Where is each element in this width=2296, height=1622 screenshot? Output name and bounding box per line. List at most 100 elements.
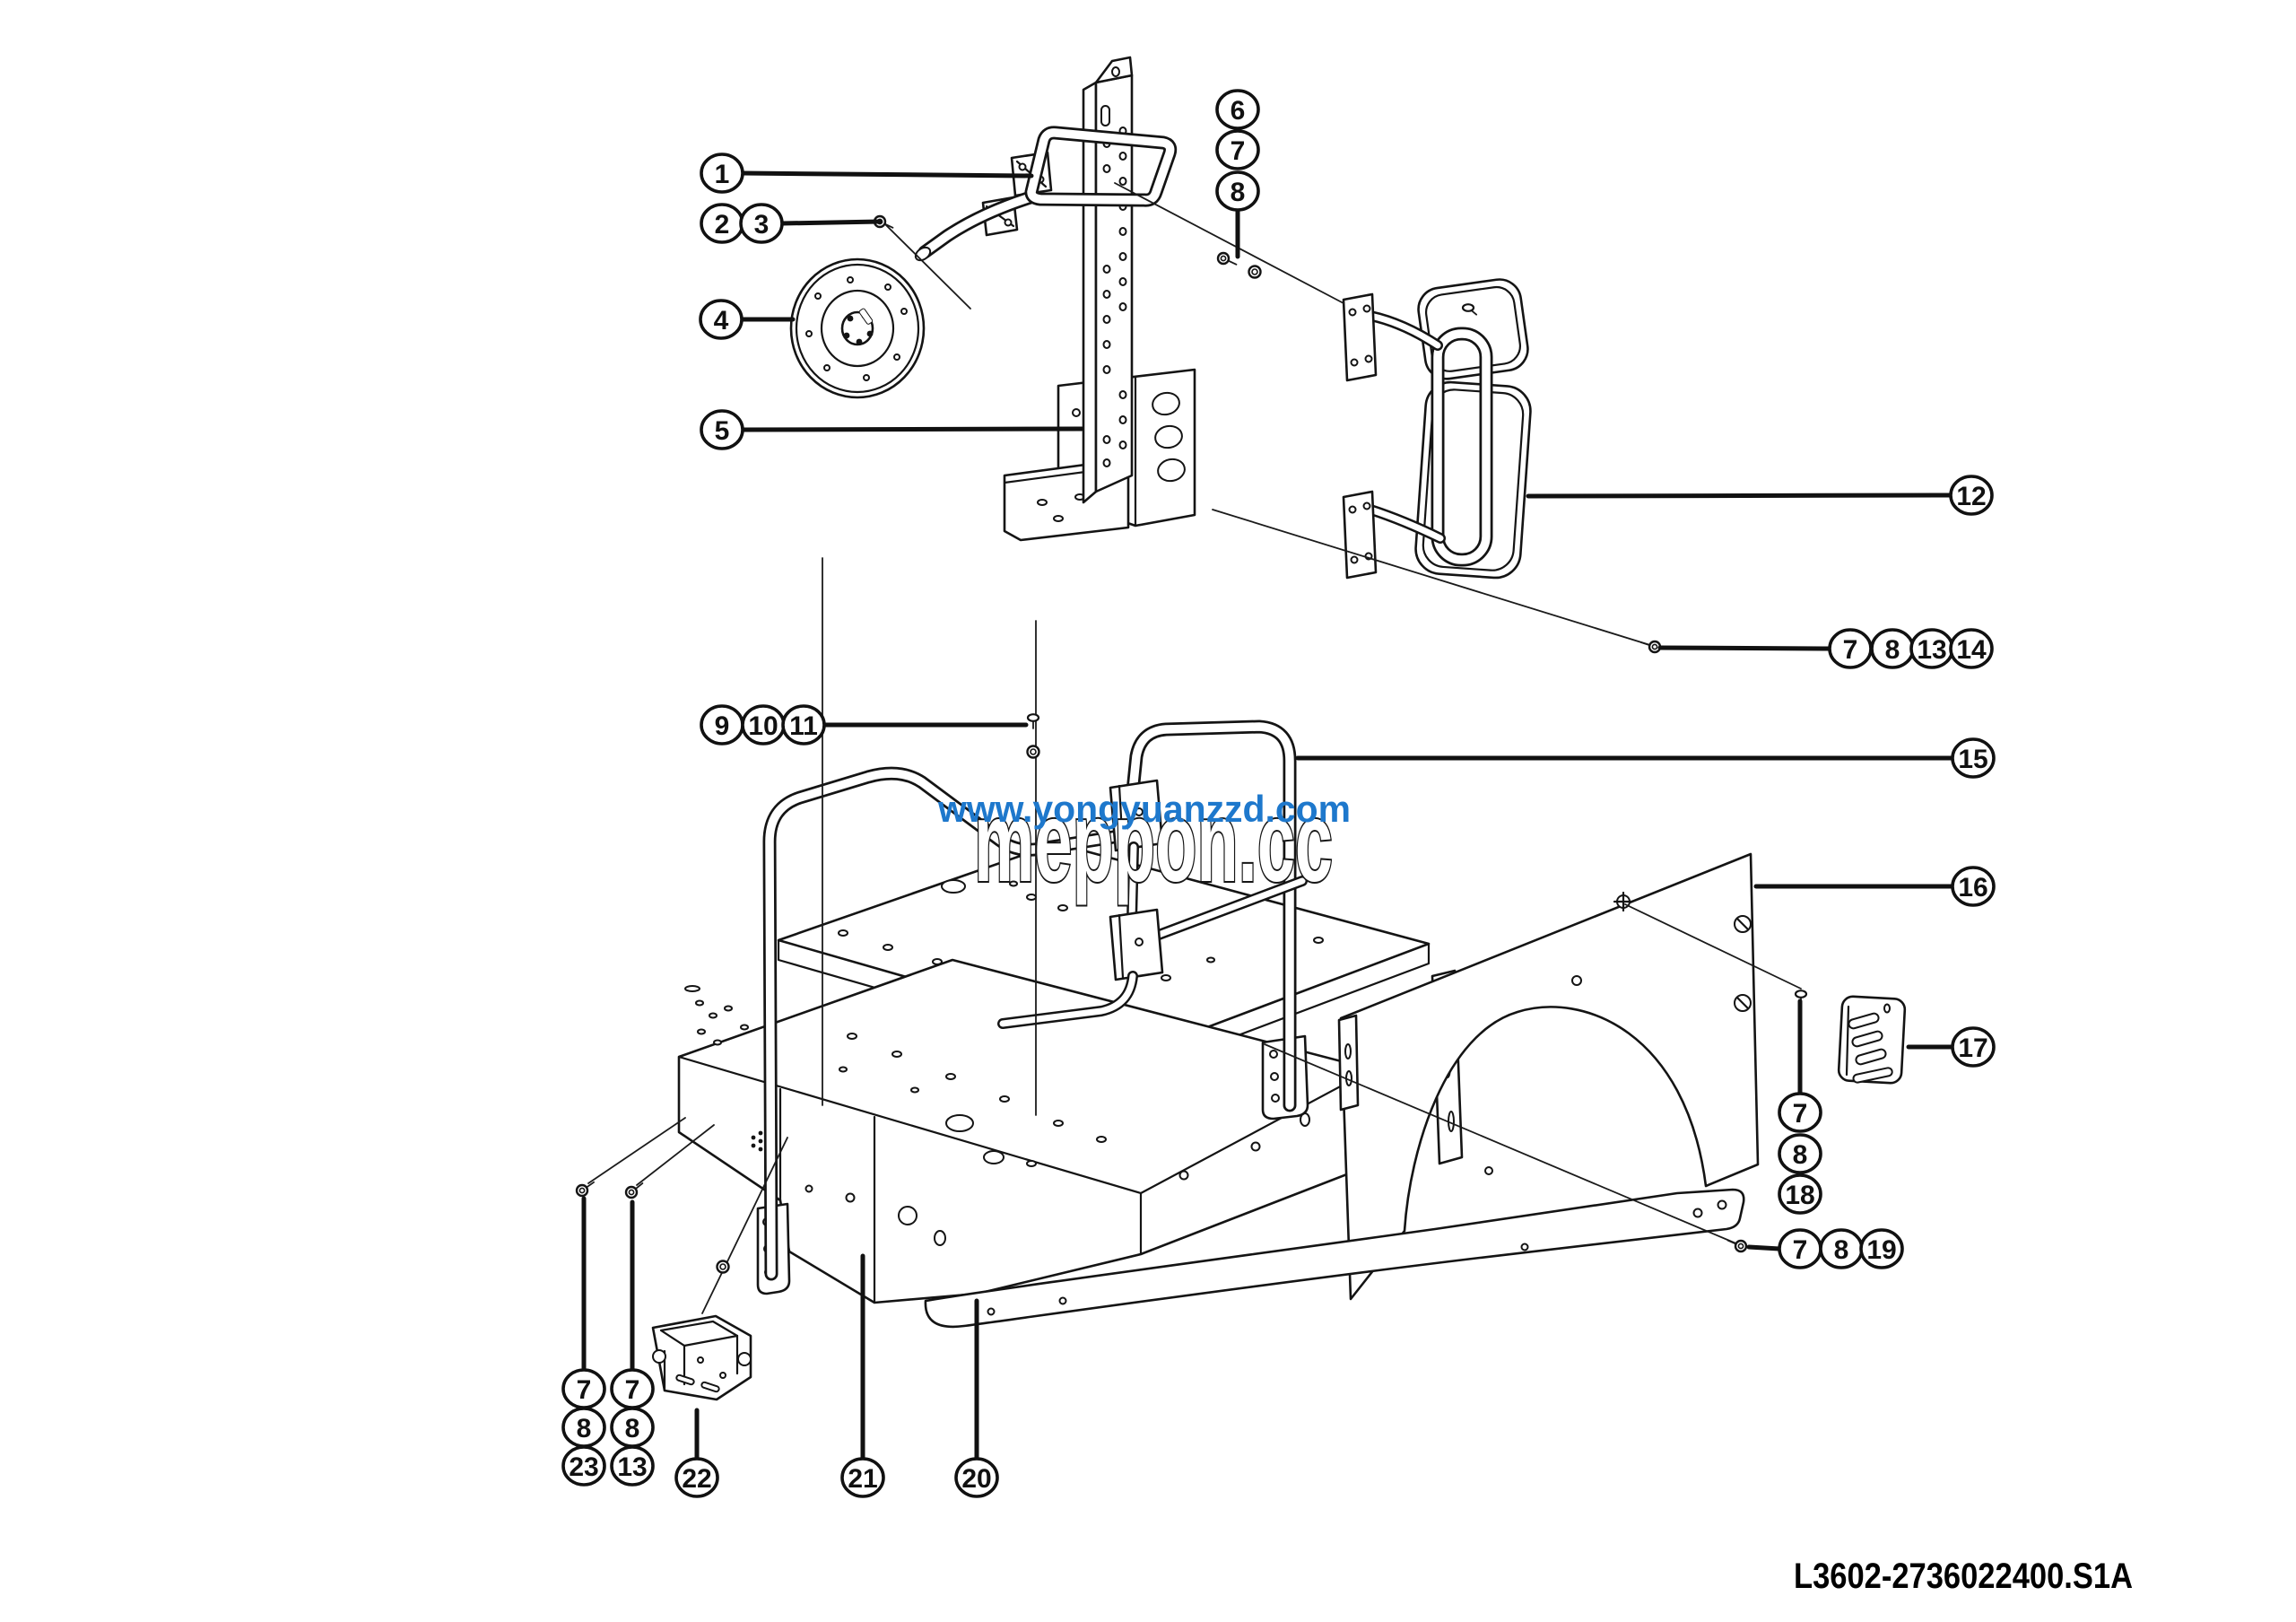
drawing-number: L3602-2736022400.S1A	[1794, 1557, 2133, 1596]
svg-text:13: 13	[1917, 635, 1946, 665]
callout-13: 13	[610, 1445, 655, 1487]
callout-16: 16	[1951, 866, 1996, 907]
callout-9: 9	[700, 704, 744, 746]
pivot-disc-part	[789, 257, 926, 399]
grab-handle-part	[914, 126, 1178, 262]
svg-text:15: 15	[1958, 745, 1987, 774]
callout-8: 8	[610, 1407, 655, 1448]
construction-line	[1114, 182, 1344, 304]
leader-line	[740, 170, 1034, 179]
bolt-icon	[1726, 1239, 1748, 1253]
svg-text:8: 8	[1834, 1235, 1849, 1265]
bolt-icon	[575, 1181, 596, 1198]
svg-text:10: 10	[748, 711, 778, 741]
leader-line	[1657, 645, 1832, 651]
callout-22: 22	[674, 1457, 719, 1498]
callout-5: 5	[700, 409, 744, 450]
svg-text:3: 3	[754, 210, 770, 240]
svg-text:5: 5	[715, 416, 730, 446]
svg-text:7: 7	[1793, 1235, 1808, 1265]
svg-text:13: 13	[617, 1452, 647, 1482]
svg-text:2: 2	[715, 210, 730, 240]
bolt-icon	[1216, 251, 1238, 266]
callout-8: 8	[561, 1407, 606, 1448]
callout-15: 15	[1951, 737, 1996, 779]
leader-line	[1526, 493, 1954, 499]
support-strap-part	[924, 1188, 1745, 1329]
svg-text:11: 11	[789, 711, 818, 741]
mast-holes	[1102, 126, 1127, 467]
construction-line	[587, 1117, 686, 1184]
mount-box-part	[651, 1314, 752, 1401]
callout-14: 14	[1949, 628, 1994, 669]
callout-21: 21	[840, 1457, 885, 1498]
callout-7: 7	[1215, 129, 1260, 170]
construction-lines	[587, 182, 1802, 1314]
tube-clamp-lower	[1109, 908, 1164, 981]
deck-holes	[684, 985, 1310, 1246]
leader-line	[740, 426, 1084, 432]
svg-text:7: 7	[1843, 635, 1858, 665]
callout-23: 23	[561, 1445, 606, 1487]
callout-2: 2	[700, 203, 744, 244]
callout-3: 3	[739, 203, 784, 244]
watermark-brand-text: meppon.cc	[974, 778, 1333, 906]
callout-7: 7	[1828, 628, 1873, 669]
fastener-hardware	[575, 214, 1808, 1274]
construction-line	[701, 1137, 788, 1314]
callout-7: 7	[1778, 1092, 1822, 1133]
svg-text:7: 7	[577, 1375, 592, 1405]
mirror-bracket-lower	[1342, 490, 1378, 580]
mirror-bracket-upper	[1342, 292, 1378, 382]
nut-icon	[1248, 265, 1262, 279]
svg-text:8: 8	[1793, 1140, 1808, 1170]
svg-text:21: 21	[848, 1464, 877, 1494]
svg-text:7: 7	[1231, 136, 1246, 166]
callout-8: 8	[1819, 1228, 1864, 1269]
callout-13: 13	[1909, 628, 1954, 669]
bolt-icon	[624, 1182, 644, 1199]
callout-10: 10	[741, 704, 786, 746]
fender-part	[1337, 852, 1760, 1301]
tube-rails-part	[756, 719, 1309, 1295]
vent-grille-part	[1837, 995, 1907, 1085]
callout-6: 6	[1215, 89, 1260, 130]
mirror-assembly-part	[1342, 278, 1532, 580]
bolt-icon	[1639, 640, 1662, 654]
screw-icon	[1461, 303, 1478, 316]
svg-text:4: 4	[714, 306, 729, 336]
svg-text:8: 8	[1885, 635, 1900, 665]
construction-line	[885, 224, 971, 310]
callout-11: 11	[781, 704, 826, 746]
callout-18: 18	[1778, 1173, 1822, 1215]
callout-8: 8	[1215, 170, 1260, 212]
svg-text:14: 14	[1956, 635, 1987, 665]
svg-text:18: 18	[1785, 1181, 1814, 1210]
svg-text:7: 7	[1793, 1099, 1808, 1129]
svg-text:9: 9	[715, 711, 730, 741]
mast-part	[1003, 56, 1196, 542]
callout-7: 7	[610, 1368, 655, 1409]
leader-line	[779, 219, 883, 226]
svg-text:6: 6	[1231, 96, 1246, 126]
svg-text:22: 22	[682, 1464, 711, 1494]
svg-text:8: 8	[577, 1414, 592, 1443]
callout-17: 17	[1951, 1026, 1996, 1068]
callout-12: 12	[1949, 475, 1994, 516]
construction-line	[1212, 509, 1654, 647]
leader-lines	[581, 170, 1955, 1461]
svg-text:17: 17	[1958, 1033, 1987, 1063]
callout-19: 19	[1859, 1228, 1904, 1269]
tube-clamp-upper	[1109, 779, 1164, 852]
svg-text:8: 8	[625, 1414, 640, 1443]
construction-line	[1624, 903, 1802, 990]
svg-text:8: 8	[1231, 178, 1246, 207]
svg-text:16: 16	[1958, 873, 1987, 903]
callout-1: 1	[700, 153, 744, 194]
nut-icon	[716, 1260, 730, 1274]
svg-text:7: 7	[625, 1375, 640, 1405]
callout-7: 7	[1778, 1228, 1822, 1269]
svg-text:20: 20	[961, 1464, 991, 1494]
